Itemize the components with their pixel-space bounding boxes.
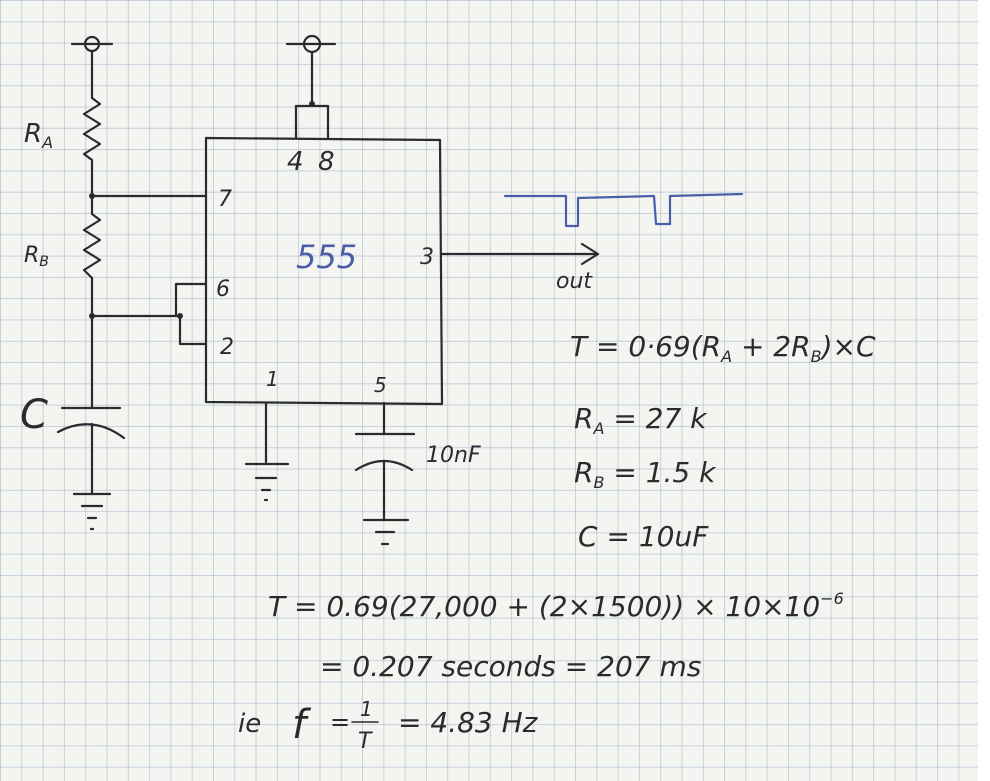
left-supply-symbol — [70, 35, 114, 100]
ground-symbol-pin1 — [244, 401, 290, 502]
svg-text:1: 1 — [360, 697, 373, 721]
calc-line-3: ie f = 1 T = 4.83 Hz — [238, 697, 539, 754]
calc-line-2: = 0.207 seconds = 207 ms — [320, 650, 701, 683]
chip-label-555: 555 — [296, 238, 357, 276]
output-waveform — [503, 192, 744, 228]
label-ra: RA — [24, 119, 53, 152]
equation-period-formula: T = 0·69(RA + 2RB)×C — [570, 330, 876, 366]
resistor-ra — [82, 96, 102, 198]
svg-text:= 4.83 Hz: = 4.83 Hz — [398, 706, 539, 739]
pin-label-2: 2 — [220, 335, 234, 360]
pin-label-4: 4 — [287, 147, 304, 177]
equation-c-value: C = 10uF — [578, 520, 709, 553]
output-wire — [440, 242, 600, 266]
equation-ra-value: RA = 27 k — [574, 402, 708, 438]
wire-pins-6-2 — [89, 282, 208, 346]
svg-text:=: = — [330, 708, 350, 736]
chip-555-body — [204, 136, 444, 406]
capacitor-pin5 — [354, 401, 416, 546]
pin-label-6: 6 — [216, 277, 230, 302]
label-10nf: 10nF — [426, 443, 481, 468]
calc-line-1: T = 0.69(27,000 + (2×1500)) × 10×10−6 — [268, 589, 844, 623]
equation-rb-value: RB = 1.5 k — [574, 456, 717, 492]
top-supply-symbol — [285, 34, 337, 140]
pin-label-3: 3 — [420, 245, 434, 270]
capacitor-c — [56, 314, 126, 496]
pin-label-1: 1 — [266, 367, 279, 391]
pin-label-7: 7 — [218, 187, 232, 212]
resistor-rb — [82, 194, 102, 318]
wire-pin7 — [89, 193, 208, 199]
svg-text:T: T — [358, 729, 373, 754]
label-rb: RB — [24, 243, 49, 270]
label-c: C — [20, 392, 48, 438]
svg-text:f: f — [292, 702, 312, 748]
pin-label-5: 5 — [374, 373, 387, 397]
page-edge — [978, 0, 990, 781]
ground-symbol-c — [72, 492, 112, 531]
pin-label-8: 8 — [318, 147, 335, 177]
label-out: out — [556, 269, 593, 294]
svg-text:ie: ie — [238, 709, 261, 739]
